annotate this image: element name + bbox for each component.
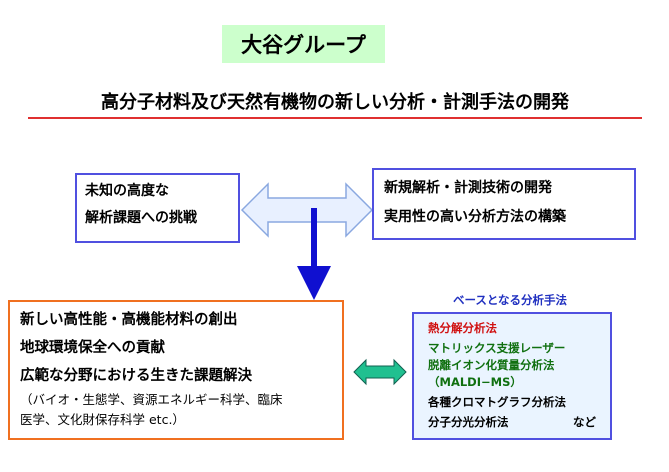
method-item: マトリックス支援レーザー [428,341,566,355]
method-item: 脱離イオン化質量分析法 [428,358,555,372]
goal-line: 地球環境保全への貢献 [20,340,165,356]
red-divider [28,117,642,119]
development-line: 実用性の高い分析方法の構築 [384,209,566,225]
group-title: 大谷グループ [222,25,385,63]
subtitle: 高分子材料及び天然有機物の新しい分析・計測手法の開発 [101,92,569,113]
method-item: （MALDI−MS） [428,375,522,389]
methods-box: 熱分解分析法 マトリックス支援レーザー 脱離イオン化質量分析法 （MALDI−M… [412,312,612,440]
green-double-arrow-icon [353,358,407,386]
development-box: 新規解析・計測技術の開発 実用性の高い分析方法の構築 [372,168,636,240]
method-item: 各種クロマトグラフ分析法 [428,395,566,409]
goal-note: （バイオ・生態学、資源エネルギー科学、臨床 [20,392,283,407]
goal-line: 広範な分野における生きた課題解決 [20,368,252,384]
challenge-line: 未知の高度な [85,183,169,199]
goal-line: 新しい高性能・高機能材料の創出 [20,312,238,328]
development-line: 新規解析・計測技術の開発 [384,180,552,196]
down-arrow-icon [297,208,331,300]
goal-note: 医学、文化財保存科学 etc.） [20,412,185,427]
methods-etc: など [573,415,596,429]
challenge-box: 未知の高度な 解析課題への挑戦 [75,173,240,243]
challenge-line: 解析課題への挑戦 [85,210,197,226]
method-item: 熱分解分析法 [428,321,497,335]
method-item: 分子分光分析法 [428,415,509,429]
methods-label: ベースとなる分析手法 [452,293,568,307]
goals-box: 新しい高性能・高機能材料の創出 地球環境保全への貢献 広範な分野における生きた課… [8,300,344,440]
